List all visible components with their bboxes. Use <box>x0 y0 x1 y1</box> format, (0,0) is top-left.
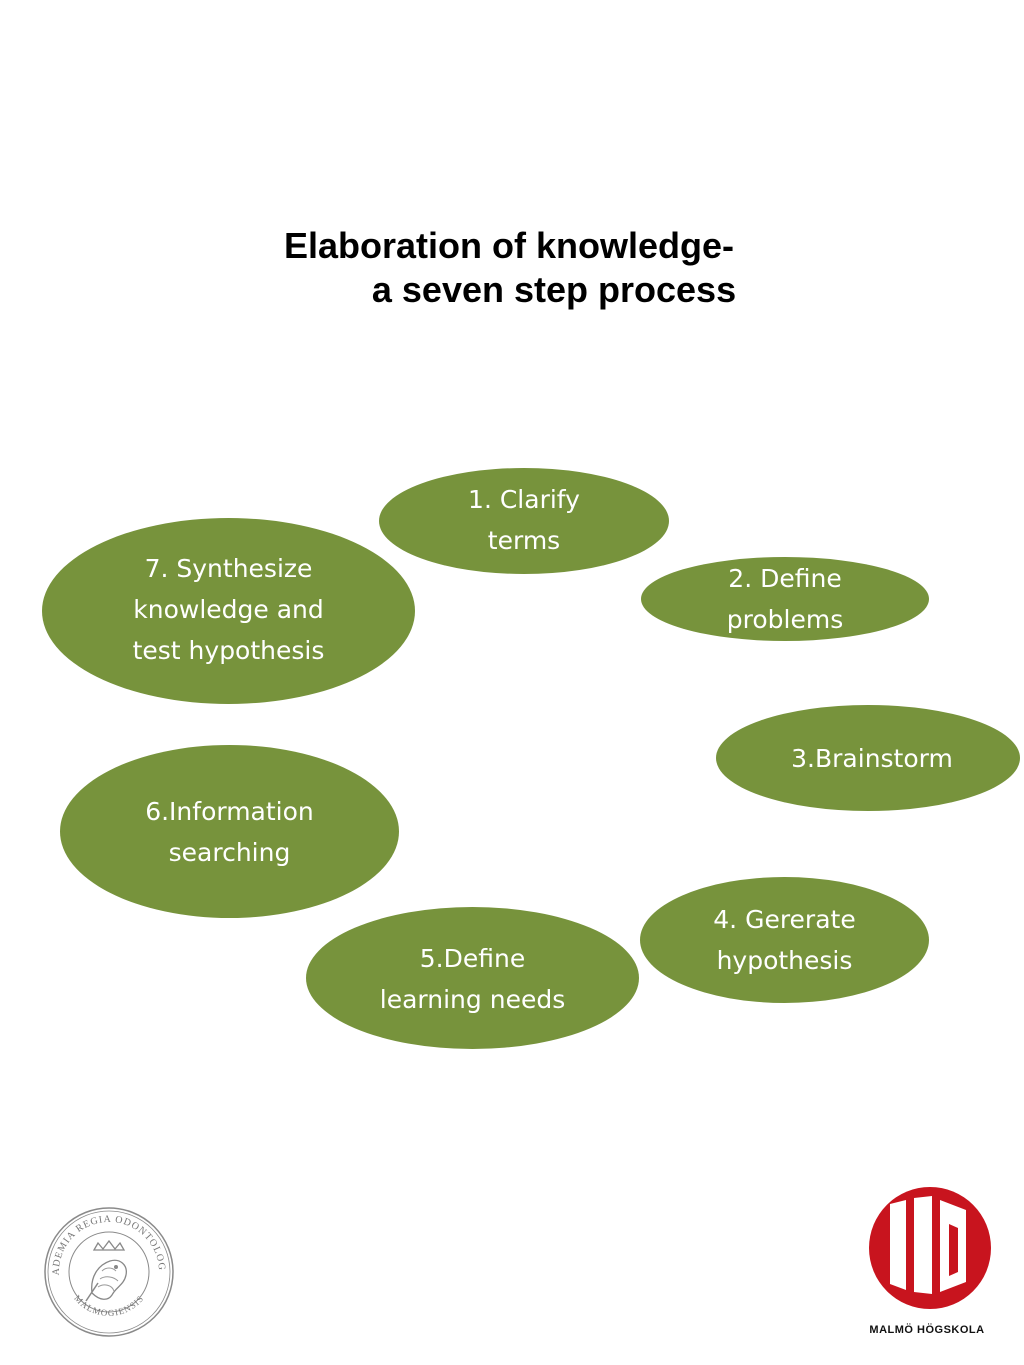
step-4-line-1: 4. Gererate <box>713 905 856 934</box>
step-1-line-2: terms <box>487 526 561 555</box>
title-line-2: a seven step process <box>371 269 737 310</box>
step-3-line-1: 3.Brainstorm <box>791 744 953 773</box>
step-2-line-1: 2. Define <box>728 564 842 593</box>
logo-text: MALMÖ HÖGSKOLA <box>869 1324 985 1336</box>
step-7-synthesize-knowledge: 7. Synthesize knowledge and test hypothe… <box>42 518 415 704</box>
seal-text-bottom: MALMOGIENSIS <box>72 1293 145 1318</box>
step-6-line-2: searching <box>168 838 291 867</box>
step-4-line-2: hypothesis <box>716 946 853 975</box>
step-2-define-problems: 2. Define problems <box>641 557 929 641</box>
step-3-brainstorm: 3.Brainstorm <box>716 705 1020 811</box>
step-2-line-2: problems <box>726 605 844 634</box>
title-line-1: Elaboration of knowledge- <box>283 225 735 266</box>
step-7-line-3: test hypothesis <box>132 636 325 665</box>
academia-seal-icon: ACADEMIA REGIA ODONTOLOGICA MALMOGIENSIS <box>42 1205 174 1337</box>
step-4-generate-hypothesis: 4. Gererate hypothesis <box>640 877 929 1003</box>
step-5-line-1: 5.Define <box>419 944 526 973</box>
step-1-line-1: 1. Clarify <box>468 485 580 514</box>
step-6-line-1: 6.Information <box>145 797 314 826</box>
page-title: Elaboration of knowledge- a seven step p… <box>0 224 1024 312</box>
step-7-line-1: 7. Synthesize <box>144 554 313 583</box>
step-1-clarify-terms: 1. Clarify terms <box>379 468 669 574</box>
step-7-line-2: knowledge and <box>133 595 324 624</box>
malmo-hogskola-logo-icon <box>869 1187 991 1309</box>
step-5-define-learning-needs: 5.Define learning needs <box>306 907 639 1049</box>
step-6-information-searching: 6.Information searching <box>60 745 399 918</box>
step-5-line-2: learning needs <box>379 985 566 1014</box>
